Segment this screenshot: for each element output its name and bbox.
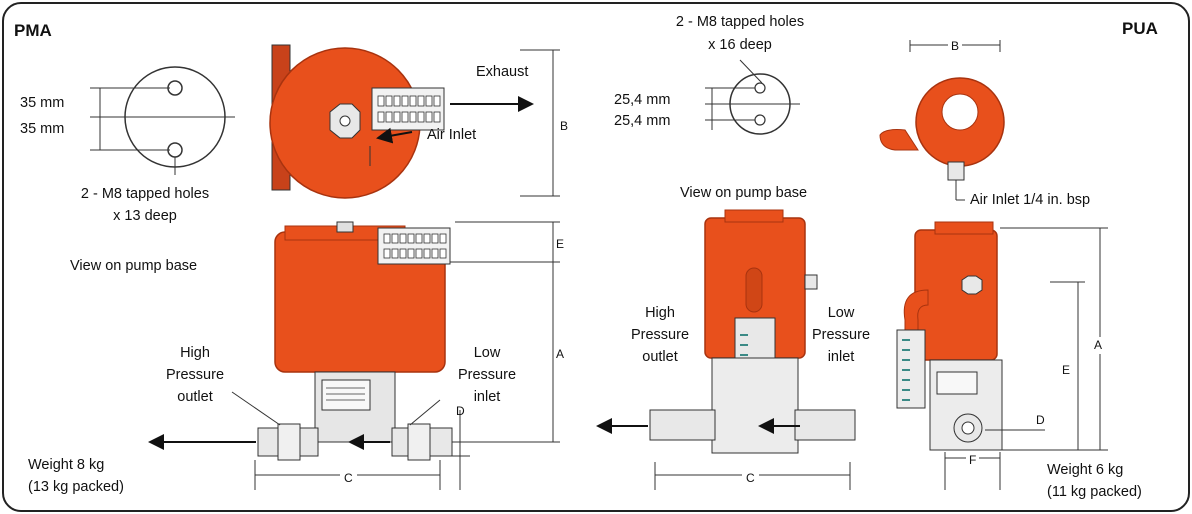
pma-top-view xyxy=(269,44,534,199)
pua-view-label: View on pump base xyxy=(680,185,808,201)
pua-air-inlet-label: Air Inlet 1/4 in. bsp xyxy=(970,192,1091,208)
pma-weight-line1: Weight 8 kg xyxy=(28,457,105,473)
pua-lp-line2: Pressure xyxy=(811,327,871,343)
pma-holes-line1: 2 - M8 tapped holes xyxy=(80,186,210,202)
pma-view-label: View on pump base xyxy=(70,258,198,274)
pua-dim-b: B xyxy=(948,38,963,55)
pma-exhaust-label: Exhaust xyxy=(476,64,529,80)
pma-dimension-b xyxy=(520,49,560,197)
pma-lp-line1: Low xyxy=(473,345,501,361)
pma-title: PMA xyxy=(14,21,52,40)
pma-dim-b: B xyxy=(560,119,569,133)
pua-hole-spacing-2: 25,4 mm xyxy=(614,113,671,129)
pua-hp-line1: High xyxy=(645,305,675,321)
pua-dim-a: A xyxy=(1094,337,1103,354)
pma-hole-spacing-1: 35 mm xyxy=(20,95,65,111)
pma-hp-line2: Pressure xyxy=(165,367,225,383)
pma-lp-line2: Pressure xyxy=(457,367,517,383)
pua-dim-f: F xyxy=(966,452,980,469)
pua-weight-line1: Weight 6 kg xyxy=(1047,462,1124,478)
pma-dim-e: E xyxy=(556,237,565,251)
pma-hp-line1: High xyxy=(180,345,210,361)
pma-dim-c: C xyxy=(340,470,357,487)
pma-air-inlet-label: Air Inlet xyxy=(427,127,477,143)
pua-side-view-front xyxy=(596,209,856,490)
pma-base-view xyxy=(90,66,235,175)
pua-dim-c: C xyxy=(742,470,759,487)
pua-top-view xyxy=(879,40,1005,201)
pma-holes-line2: x 13 deep xyxy=(113,208,177,224)
pua-base-view xyxy=(705,59,800,135)
pma-hp-line3: outlet xyxy=(177,389,213,405)
pma-weight-line2: (13 kg packed) xyxy=(28,479,124,495)
pua-title: PUA xyxy=(1122,19,1158,38)
pma-dim-a: A xyxy=(556,347,565,361)
pma-lp-line3: inlet xyxy=(473,389,501,405)
pua-dimensions xyxy=(985,227,1108,451)
pua-hp-line2: Pressure xyxy=(630,327,690,343)
pua-side-view-right xyxy=(896,221,1003,490)
pua-hp-line3: outlet xyxy=(642,349,678,365)
pua-holes-line1: 2 - M8 tapped holes xyxy=(675,14,805,30)
pma-dim-d: D xyxy=(456,404,465,418)
pua-hole-spacing-1: 25,4 mm xyxy=(614,92,671,108)
pua-dim-d: D xyxy=(1036,413,1045,427)
pua-lp-line1: Low xyxy=(827,305,855,321)
pua-holes-line2: x 16 deep xyxy=(708,37,772,53)
pua-dim-e: E xyxy=(1062,362,1071,379)
pma-dimensions xyxy=(254,221,560,490)
pua-lp-line3: inlet xyxy=(827,349,855,365)
pua-weight-line2: (11 kg packed) xyxy=(1047,484,1142,500)
pma-hole-spacing-2: 35 mm xyxy=(20,121,65,137)
